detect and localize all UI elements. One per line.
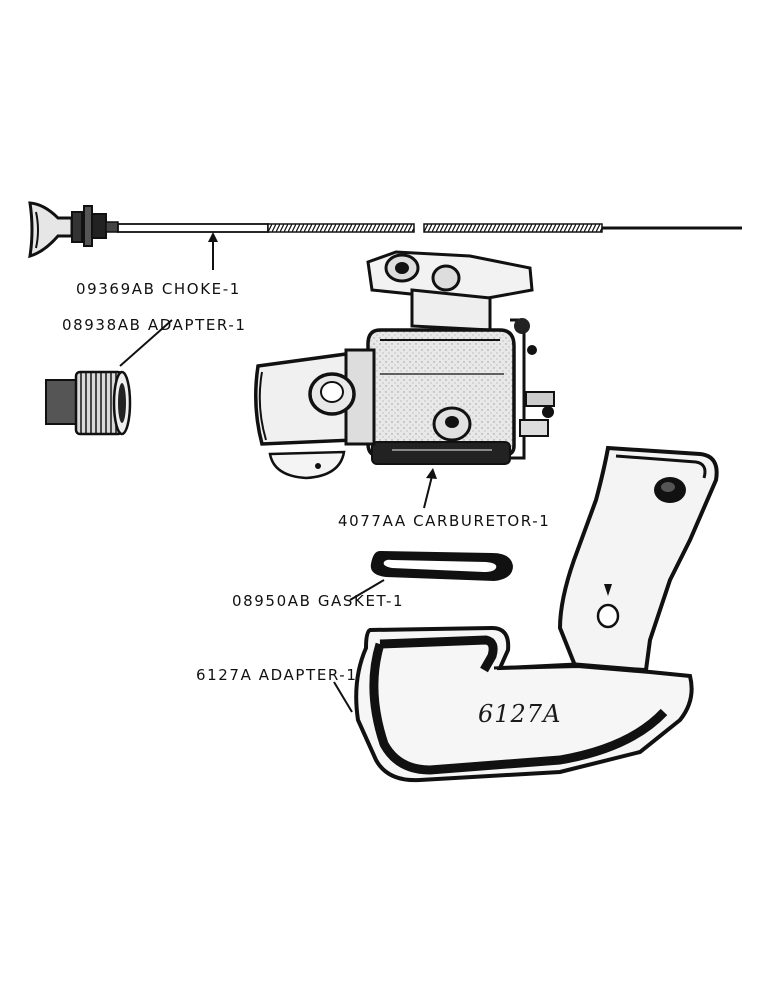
gasket	[349, 550, 514, 601]
large-adapter-part-label: 6127A ADAPTER-1	[196, 666, 357, 684]
choke-cable	[28, 201, 742, 270]
choke-knob-icon	[28, 201, 74, 259]
small-threaded-adapter	[45, 319, 173, 436]
choke-part-label: 09369AB CHOKE-1	[76, 280, 241, 298]
small-adapter-part-label: 08938AB ADAPTER-1	[62, 316, 247, 334]
gasket-part-label: 08950AB GASKET-1	[232, 592, 404, 610]
casting-mark-label: 6127A	[478, 700, 561, 728]
large-adapter-6127A	[333, 445, 719, 783]
carburetor-part-label: 4077AA CARBURETOR-1	[338, 512, 550, 530]
carburetor	[254, 250, 555, 509]
